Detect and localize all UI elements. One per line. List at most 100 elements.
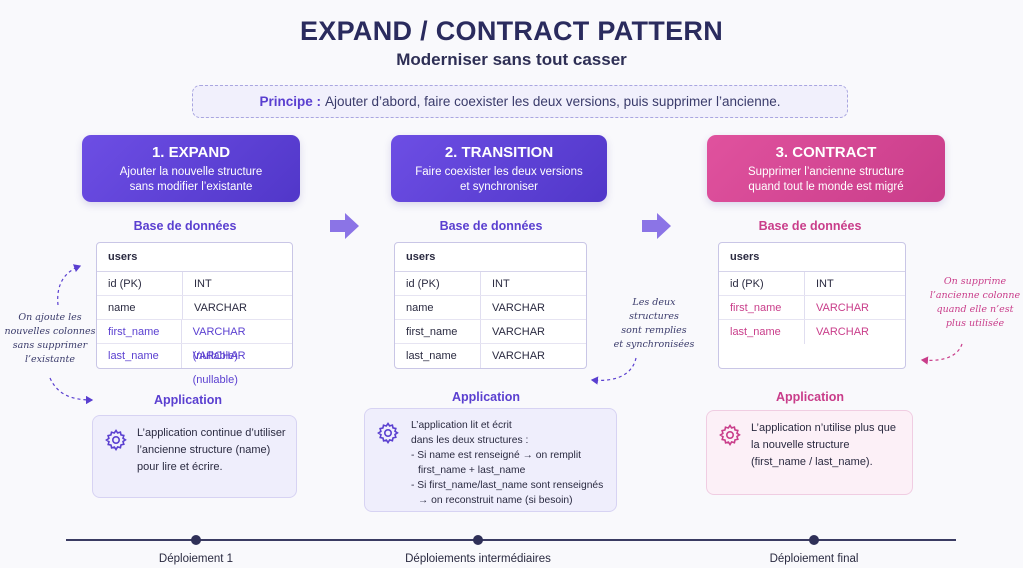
table-name: users <box>97 243 292 272</box>
application-box-transition: L’application lit et écrit dans les deux… <box>364 408 617 512</box>
app-text-line: la nouvelle structure <box>751 439 850 451</box>
db-label: Base de données <box>133 219 237 233</box>
table-row: id (PK) INT <box>719 272 905 296</box>
column-name: id (PK) <box>97 272 183 295</box>
column-name: first_name <box>719 296 805 319</box>
timeline-label: Déploiement 1 <box>158 553 234 565</box>
dashed-arrow-icon <box>920 343 963 365</box>
table-name: users <box>719 243 905 272</box>
column-name: last_name <box>97 344 182 368</box>
column-type: VARCHAR <box>816 302 869 314</box>
app-text-line: first_name + last_name <box>418 465 526 476</box>
timeline-label: Déploiements intermédiaires <box>405 553 551 565</box>
phase-desc-line1: Faire coexister les deux versions <box>415 166 583 178</box>
note-line: plus utilisée <box>945 318 1005 329</box>
annotation-note-contract: On supprime l’ancienne colonne quand ell… <box>928 275 1022 331</box>
phase-contract-card: 3. CONTRACT Supprimer l’ancienne structu… <box>707 135 945 202</box>
note-line: sont remplies <box>621 325 687 336</box>
dashed-arrow-icon <box>590 357 637 385</box>
column-name: id (PK) <box>719 272 805 295</box>
db-label: Base de données <box>439 219 543 233</box>
note-line: l’existante <box>25 354 75 365</box>
note-line: On ajoute les <box>18 312 82 323</box>
timeline-dot <box>473 535 483 545</box>
column-type: VARCHAR <box>492 326 545 338</box>
column-type: INT <box>492 278 510 290</box>
deployment-timeline <box>66 539 956 541</box>
note-line: nouvelles colonnes <box>4 326 96 337</box>
app-text-line: - Si name est renseigné → on remplit <box>411 450 581 461</box>
column-name: id (PK) <box>395 272 481 295</box>
note-line: On supprime <box>943 276 1007 287</box>
column-type: VARCHAR (nullable) <box>192 350 246 386</box>
app-text-line: - Si first_name/last_name sont renseigné… <box>411 480 604 491</box>
column-type: INT <box>816 278 834 290</box>
app-label: Application <box>451 390 521 404</box>
gear-icon <box>377 422 399 444</box>
note-line: structures <box>629 311 679 322</box>
table-row: first_name VARCHAR (nullable) <box>97 320 292 362</box>
users-table-transition: users id (PK) INT name VARCHAR first_nam… <box>394 242 587 369</box>
note-line: Les deux <box>632 297 676 308</box>
annotation-note-transition: Les deux structures sont remplies et syn… <box>604 296 704 352</box>
phase-desc-line2: quand tout le monde est migré <box>748 181 904 193</box>
note-line: l’ancienne colonne <box>929 290 1021 301</box>
column-name: last_name <box>395 344 481 368</box>
phase-expand-card: 1. EXPAND Ajouter la nouvelle structure … <box>82 135 300 202</box>
application-box-contract: L’application n’utilise plus que la nouv… <box>706 410 913 495</box>
phase-desc-line1: Supprimer l’ancienne structure <box>748 166 904 178</box>
app-text-line: L’application continue d’utiliser <box>137 427 286 439</box>
column-type: VARCHAR <box>816 326 869 338</box>
column-type: VARCHAR (nullable) <box>192 326 246 362</box>
column-type: INT <box>194 278 212 290</box>
application-box-expand: L’application continue d’utiliser l’anci… <box>92 415 297 498</box>
table-row: last_name VARCHAR <box>719 320 905 344</box>
phase-title: 3. CONTRACT <box>775 144 877 161</box>
phase-desc-line2: sans modifier l’existante <box>129 181 253 193</box>
annotation-note-expand: On ajoute les nouvelles colonnes sans su… <box>2 311 98 367</box>
dashed-arrow-icon <box>49 377 94 405</box>
timeline-dot <box>809 535 819 545</box>
phase-desc-line1: Ajouter la nouvelle structure <box>119 166 263 178</box>
app-label: Application <box>775 390 845 404</box>
table-row: name VARCHAR <box>395 296 586 320</box>
phase-desc-line2: et synchroniser <box>460 181 538 193</box>
app-text-line: L’application n’utilise plus que <box>751 422 896 434</box>
principle-label: Principe : <box>259 94 322 109</box>
column-type: VARCHAR <box>492 350 545 362</box>
app-label: Application <box>153 393 223 407</box>
principle-banner: Principe : Ajouter d’abord, faire coexis… <box>192 85 848 118</box>
column-name: first_name <box>395 320 481 343</box>
app-text-line: dans les deux structures : <box>411 435 529 446</box>
table-row: id (PK) INT <box>395 272 586 296</box>
column-name: name <box>97 296 183 319</box>
column-type: VARCHAR <box>492 302 545 314</box>
column-name: first_name <box>97 320 182 343</box>
dashed-arrow-icon <box>57 264 82 306</box>
column-name: last_name <box>719 320 805 344</box>
timeline-label: Déploiement final <box>769 553 859 565</box>
table-row: first_name VARCHAR <box>395 320 586 344</box>
table-name: users <box>395 243 586 272</box>
users-table-contract: users id (PK) INT first_name VARCHAR las… <box>718 242 906 369</box>
app-text-line: l’ancienne structure (name) <box>137 444 271 456</box>
principle-text: Ajouter d’abord, faire coexister les deu… <box>325 94 781 109</box>
column-name: name <box>395 296 481 319</box>
gear-icon <box>719 424 741 446</box>
arrow-right-icon <box>642 213 671 239</box>
app-text-line: (first_name / last_name). <box>751 456 873 468</box>
users-table-expand: users id (PK) INT name VARCHAR first_nam… <box>96 242 293 386</box>
note-line: et synchronisées <box>613 339 695 350</box>
gear-icon <box>105 429 127 451</box>
note-line: sans supprimer <box>12 340 88 351</box>
timeline-dot <box>191 535 201 545</box>
note-line: quand elle n’est <box>936 304 1014 315</box>
app-text-line: L’application lit et écrit <box>411 420 512 431</box>
db-label: Base de données <box>758 219 862 233</box>
page-subtitle: Moderniser sans tout casser <box>396 50 627 69</box>
table-row: first_name VARCHAR <box>719 296 905 320</box>
page-title: EXPAND / CONTRACT PATTERN <box>300 16 723 46</box>
app-text-line: pour lire et écrire. <box>137 461 223 473</box>
table-row: last_name VARCHAR <box>395 344 586 368</box>
table-row: id (PK) INT <box>97 272 292 296</box>
